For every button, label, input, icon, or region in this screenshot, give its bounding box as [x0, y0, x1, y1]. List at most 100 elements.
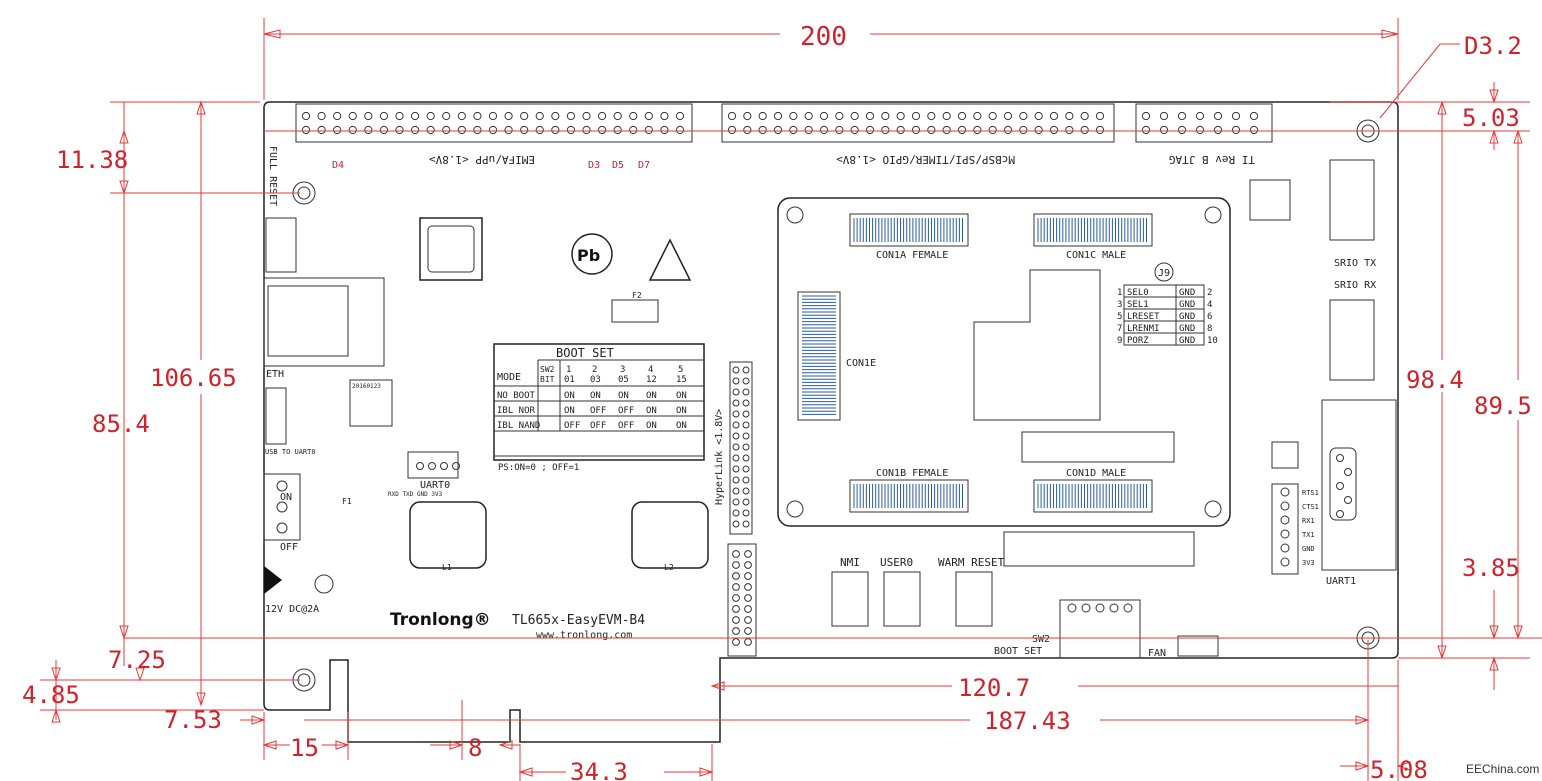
boot-table-cell: ON	[590, 391, 601, 401]
ccon2-pin	[732, 616, 740, 624]
j9-pin-left: 3	[1117, 300, 1122, 310]
header-pin	[1049, 125, 1059, 135]
uart1-pin-label: 3V3	[1302, 559, 1315, 567]
ccon2-pin	[744, 616, 752, 624]
ccon2-pin	[732, 594, 740, 602]
inductor-l2	[631, 501, 709, 569]
hyperlink-pin	[732, 465, 740, 473]
header-pin	[758, 125, 767, 135]
header-pin	[551, 125, 560, 135]
header-pin	[789, 111, 798, 121]
fuse-f2	[611, 299, 659, 323]
header-pin	[881, 111, 890, 121]
header-pin	[426, 125, 435, 135]
dim-4-85: 4.85	[22, 681, 80, 709]
hyperlink-pin	[732, 487, 740, 495]
header-pin	[896, 125, 905, 135]
hyperlink-pin	[732, 399, 740, 407]
date-code: 20160123	[352, 383, 381, 390]
header-pin	[317, 125, 326, 135]
uart1-pin-label: TX1	[1302, 531, 1315, 539]
hyperlink-pin	[742, 399, 750, 407]
header-pin	[1065, 111, 1074, 121]
srio-rx-label: SRIO RX	[1334, 280, 1376, 291]
header-pin	[973, 111, 982, 121]
con1e-label: CON1E	[846, 358, 876, 369]
header-pin	[597, 125, 607, 135]
header-pin	[364, 125, 373, 135]
j9-gnd: GND	[1179, 312, 1195, 322]
header-pin	[551, 111, 560, 121]
buttons	[831, 571, 993, 627]
rs232-chip	[1271, 441, 1299, 469]
boot-table-cell: ON	[646, 406, 657, 416]
watermark: EEChina.com	[1466, 762, 1539, 776]
uart1-header	[1271, 483, 1299, 575]
ft232-chip	[349, 379, 393, 427]
ccon2-pin	[732, 627, 740, 635]
header-pin	[850, 111, 859, 121]
hyperlink-connector	[729, 361, 753, 535]
header-pin	[613, 125, 622, 135]
mounting-holes	[292, 119, 1380, 692]
hyperlink-pin	[742, 487, 750, 495]
l1-label: L1	[442, 563, 452, 572]
header-pin	[758, 111, 767, 121]
header-pin	[301, 111, 311, 121]
header-pin	[1159, 125, 1169, 135]
header-pin	[865, 125, 875, 135]
boot-table-bit-sub: 01	[564, 375, 575, 385]
ccon2-pin	[744, 594, 752, 602]
hyperlink-pin	[742, 509, 750, 517]
header-pin	[1213, 111, 1223, 121]
header-pin	[613, 111, 622, 121]
header-pin	[973, 125, 982, 135]
hyperlink-pin	[732, 443, 740, 451]
ccon2-pin	[744, 627, 752, 635]
header-pin	[379, 111, 389, 121]
con1d-connector	[1033, 479, 1153, 513]
header-pin	[364, 111, 373, 121]
j9-gnd: GND	[1179, 300, 1195, 310]
sw2-switch	[1059, 599, 1141, 659]
header-pin	[804, 125, 813, 135]
header-pin	[410, 125, 420, 135]
nmi-label: NMI	[840, 556, 860, 569]
hyperlink-pin	[742, 410, 750, 418]
dim-15: 15	[290, 734, 319, 762]
emifa-header: EMIFA/uPP <1.8V>	[295, 103, 693, 166]
header-pin	[942, 111, 951, 121]
header-pin	[675, 111, 685, 121]
header-pin	[1231, 125, 1241, 135]
j9-label: J9	[1158, 268, 1170, 279]
boot-table-cell: ON	[646, 421, 657, 431]
hyperlink-pin	[732, 410, 740, 418]
l2-label: L2	[664, 563, 674, 572]
header-pin	[988, 125, 997, 135]
boot-table-cell: OFF	[618, 421, 634, 431]
dim-5-08: 5.08	[1370, 756, 1428, 781]
header-pin	[473, 125, 482, 135]
header-pin	[535, 111, 544, 121]
uart1-pin	[1280, 557, 1290, 567]
con1c-label: CON1C MALE	[1066, 250, 1126, 261]
j9-signal: PORZ	[1127, 336, 1149, 346]
model-name: TL665x-EasyEVM-B4	[512, 613, 645, 628]
boot-table-cell: ON	[646, 391, 657, 401]
header-pin	[566, 125, 576, 135]
dim-34-3: 34.3	[570, 758, 628, 781]
hyperlink-pin	[732, 476, 740, 484]
header-pin	[442, 111, 451, 121]
jtag-header: TI Rev B JTAG	[1135, 103, 1273, 166]
eth-label: ETH	[266, 369, 284, 380]
header-pin	[1249, 125, 1259, 135]
esd-icon	[648, 238, 692, 281]
header-pin	[1065, 125, 1074, 135]
hyperlink-pin	[742, 421, 750, 429]
usb-uart0-label: USB TO UART0	[265, 448, 316, 456]
j9-pin-left: 7	[1117, 324, 1122, 334]
boot-table-title: BOOT SET	[556, 346, 614, 360]
hyperlink-pin	[732, 520, 740, 528]
